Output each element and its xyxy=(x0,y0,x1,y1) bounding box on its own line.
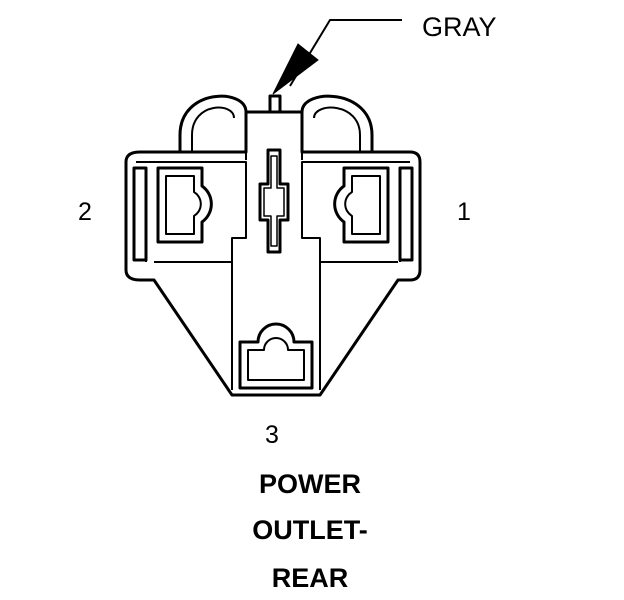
title-line-2: OUTLET- xyxy=(252,515,368,545)
center-key-slot xyxy=(258,148,290,254)
left-side-latch xyxy=(132,166,148,262)
pin-3-cavity xyxy=(238,322,314,390)
connector-body xyxy=(124,110,422,397)
gray-wire-arrowhead xyxy=(272,43,319,95)
pin-1-cavity xyxy=(333,166,390,244)
right-side-latch xyxy=(398,166,414,262)
right-lock-loop-inner xyxy=(313,106,361,152)
right-lock-loop xyxy=(300,94,374,152)
connector-body-inner xyxy=(136,152,410,390)
pin-3-label: 3 xyxy=(265,421,279,449)
left-lock-loop xyxy=(178,94,248,152)
title-line-1: POWER xyxy=(258,469,361,499)
pin-2-cavity xyxy=(156,166,213,244)
title-line-3: REAR xyxy=(271,563,349,593)
pin-1-label: 1 xyxy=(457,198,471,226)
wire-stub xyxy=(268,94,282,114)
pin-2-label: 2 xyxy=(78,198,92,226)
left-lock-loop-inner xyxy=(191,106,235,152)
wire-color-label: GRAY xyxy=(422,12,497,42)
